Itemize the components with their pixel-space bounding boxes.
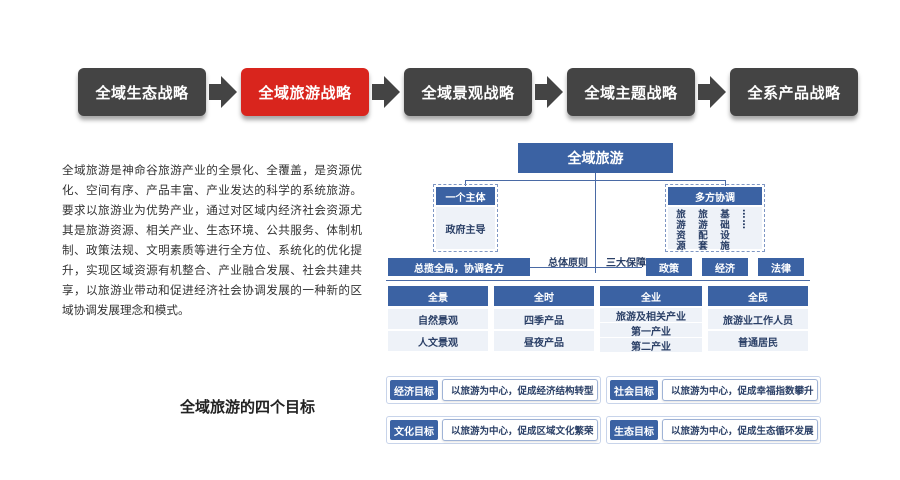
goal-desc: 以旅游为中心，促成生态循环发展 xyxy=(662,419,818,441)
multi-coord-items xyxy=(668,207,762,249)
goal-frame xyxy=(606,376,821,404)
goal-frame xyxy=(606,416,821,444)
column-item: 第一产业 xyxy=(600,323,702,338)
goal-desc: 以旅游为中心，促成幸福指数攀升 xyxy=(662,379,818,401)
connector xyxy=(465,180,725,181)
guarantee-item: 政策 xyxy=(646,258,692,276)
column-item: 自然景观 xyxy=(388,309,488,329)
guarantee-item: 经济 xyxy=(702,258,748,276)
description-paragraph: 全域旅游是神命谷旅游产业的全景化、全覆盖，是资源优化、空间有序、产品丰富、产业发… xyxy=(62,163,362,317)
multi-coord-item: 旅游配套 xyxy=(696,209,707,251)
column-item: 普通居民 xyxy=(708,331,808,351)
column-title: 全业 xyxy=(600,286,702,306)
multi-coord-title: 多方协调 xyxy=(668,187,762,205)
connector xyxy=(465,180,466,186)
goal-tag: 生态目标 xyxy=(610,420,658,440)
principle-left: 总揽全局，协调各方 xyxy=(388,258,530,276)
column-item: 旅游及相关产业 xyxy=(600,308,702,323)
strategy-theme[interactable]: 全域主题战略 xyxy=(567,68,695,116)
multi-coord-item: 旅游资源 xyxy=(674,209,685,251)
goal-frame xyxy=(386,416,601,444)
connector xyxy=(725,180,726,186)
connector xyxy=(530,267,642,268)
strategy-product[interactable]: 全系产品战略 xyxy=(730,68,858,116)
strategy-label: 全域旅游战略 xyxy=(258,83,352,102)
column-item: 人文景观 xyxy=(388,331,488,351)
goal-tag: 文化目标 xyxy=(390,420,438,440)
one-subject-title: 一个主体 xyxy=(436,187,495,205)
strategy-ecology[interactable]: 全域生态战略 xyxy=(78,68,206,116)
connector xyxy=(386,280,810,281)
goal-tag: 经济目标 xyxy=(390,380,438,400)
multi-coord-item: 基础设施 xyxy=(718,209,729,251)
diagram-root: 全域旅游 xyxy=(518,143,673,173)
principle-label: 总体原则 xyxy=(548,258,588,269)
goal-desc: 以旅游为中心，促成区域文化繁荣 xyxy=(442,419,598,441)
guarantee-label: 三大保障 xyxy=(606,258,646,269)
goal-frame xyxy=(386,376,601,404)
connector xyxy=(595,173,596,273)
column-title: 全民 xyxy=(708,286,808,306)
one-subject-item: 政府主导 xyxy=(436,207,495,249)
column-item: 昼夜产品 xyxy=(494,331,594,351)
guarantee-item: 法律 xyxy=(758,258,804,276)
column-item: 旅游业工作人员 xyxy=(708,309,808,329)
strategy-label: 全系产品战略 xyxy=(747,83,841,102)
multi-coord-item: …… xyxy=(740,209,751,230)
goal-tag: 社会目标 xyxy=(610,380,658,400)
column-item: 四季产品 xyxy=(494,309,594,329)
strategy-tourism[interactable]: 全域旅游战略 xyxy=(241,68,369,116)
strategy-label: 全域生态战略 xyxy=(95,83,189,102)
strategy-label: 全域主题战略 xyxy=(584,83,678,102)
one-subject-frame xyxy=(433,184,498,252)
column-title: 全时 xyxy=(494,286,594,306)
goals-title: 全域旅游的四个目标 xyxy=(180,398,316,416)
strategy-label: 全域景观战略 xyxy=(421,83,515,102)
column-title: 全景 xyxy=(388,286,488,306)
column-item: 第二产业 xyxy=(600,338,702,353)
strategy-landscape[interactable]: 全域景观战略 xyxy=(404,68,532,116)
multi-coord-frame xyxy=(665,184,765,252)
goal-desc: 以旅游为中心，促成经济结构转型 xyxy=(442,379,598,401)
